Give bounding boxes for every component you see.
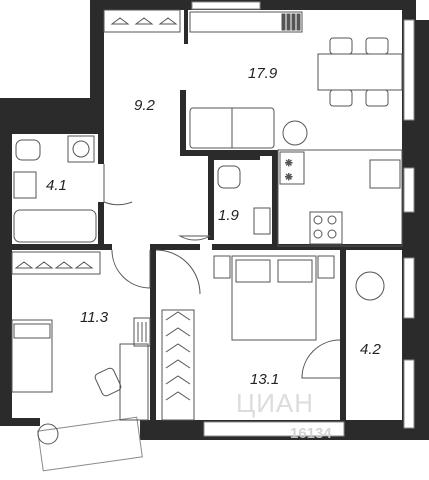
chair <box>329 37 353 55</box>
window-bay <box>37 416 143 472</box>
chair <box>329 89 353 107</box>
wc-door <box>178 235 211 241</box>
watermark: ЦИАН 16134 <box>236 388 332 442</box>
chair <box>365 89 389 107</box>
furniture: ✳ ✳ <box>11 9 403 445</box>
window-bottom <box>203 421 345 437</box>
hob <box>279 151 305 185</box>
wc-toilet <box>217 165 241 189</box>
window-right-4 <box>403 359 415 429</box>
plant-icon <box>282 120 308 146</box>
washing-machine <box>67 135 95 163</box>
bathroom-door <box>103 164 133 206</box>
storage-door <box>301 339 341 379</box>
sink <box>369 159 401 189</box>
dining-table <box>317 53 403 91</box>
area-wc: 1.9 <box>218 207 240 224</box>
hanger-icon <box>110 17 178 25</box>
svg-text:✳: ✳ <box>285 172 293 182</box>
chair <box>94 367 122 397</box>
bedroom-main-door <box>155 249 201 295</box>
closet <box>161 309 195 421</box>
window-top <box>191 1 261 10</box>
bedroom-left-door <box>111 249 151 289</box>
desk <box>119 343 149 421</box>
svg-text:✳: ✳ <box>285 158 293 168</box>
chair <box>365 37 389 55</box>
plant-icon <box>37 423 59 445</box>
area-living-kitchen: 17.9 <box>248 65 278 82</box>
area-labels: 17.9 9.2 4.1 1.9 11.3 13.1 4.2 <box>46 65 382 388</box>
windows <box>37 1 415 472</box>
kitchen-counter <box>277 149 403 247</box>
bed <box>11 319 53 393</box>
window-right-3 <box>403 257 415 319</box>
area-storage: 4.2 <box>360 341 382 358</box>
area-bathroom: 4.1 <box>46 177 67 194</box>
area-bedroom-main: 13.1 <box>250 371 279 388</box>
watermark-number: 16134 <box>290 425 332 442</box>
doors <box>103 164 341 379</box>
double-bed <box>231 255 317 341</box>
window-right-1 <box>403 19 415 121</box>
area-bedroom-left: 11.3 <box>80 309 109 326</box>
oven <box>309 211 343 245</box>
wc-basin <box>253 207 271 235</box>
bathtub <box>13 209 97 243</box>
window-right-2 <box>403 167 415 213</box>
watermark-logo-text: ЦИАН <box>236 388 314 418</box>
area-hall: 9.2 <box>134 97 156 114</box>
basin <box>13 171 37 199</box>
walls <box>0 0 429 440</box>
toilet <box>15 139 41 161</box>
plant-icon <box>355 271 385 301</box>
